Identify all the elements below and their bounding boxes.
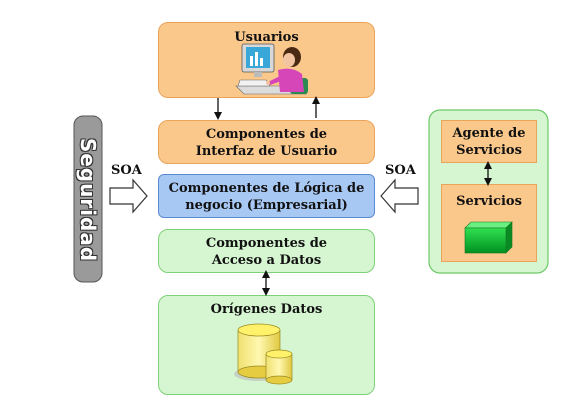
servicios-box: Servicios	[441, 184, 537, 262]
agente-box: Agente de Servicios	[441, 120, 537, 163]
origenes-box: Orígenes Datos	[158, 295, 375, 395]
soa-right-arrow	[380, 178, 419, 214]
acceso-box: Componentes de Acceso a Datos	[158, 229, 375, 273]
soa-right-label: SOA	[385, 163, 416, 178]
usuarios-box: Usuarios	[158, 22, 375, 98]
interfaz-box: Componentes de Interfaz de Usuario	[158, 120, 375, 164]
acceso-label: Componentes de Acceso a Datos	[205, 236, 328, 268]
interfaz-label: Componentes de Interfaz de Usuario	[195, 127, 338, 159]
seguridad-label: Seguridad	[76, 137, 100, 263]
usuarios-label: Usuarios	[234, 30, 299, 45]
agente-label: Agente de Servicios	[452, 126, 526, 158]
logica-box: Componentes de Lógica de negocio (Empres…	[158, 174, 375, 218]
origenes-label: Orígenes Datos	[210, 302, 323, 317]
soa-left-arrow	[109, 178, 148, 214]
logica-label: Componentes de Lógica de negocio (Empres…	[168, 181, 365, 213]
servicios-label: Servicios	[456, 194, 522, 209]
soa-left-label: SOA	[111, 163, 142, 178]
seguridad-bar	[73, 115, 103, 283]
